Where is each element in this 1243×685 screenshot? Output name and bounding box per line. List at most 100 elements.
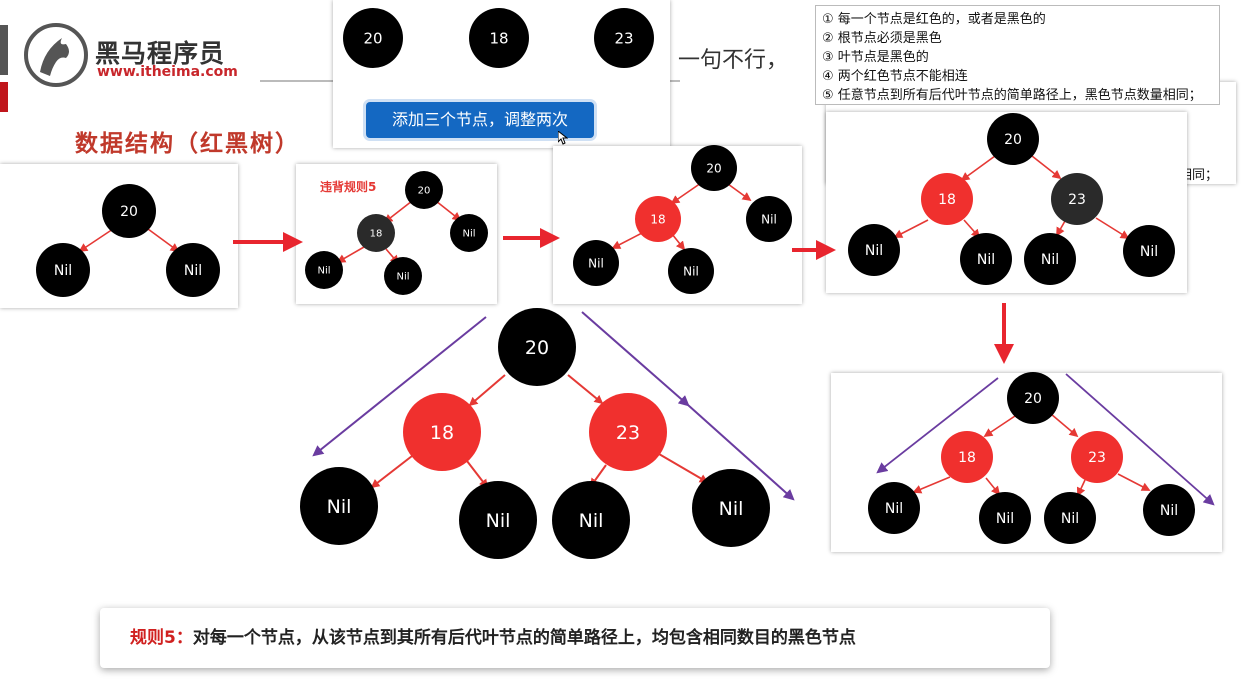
t5-e2 bbox=[1050, 413, 1079, 438]
t3-nil-1-label: Nil bbox=[761, 212, 777, 226]
big-node-23-label: 23 bbox=[616, 422, 640, 444]
popup-node-20 bbox=[343, 8, 403, 68]
t3-nil-1 bbox=[746, 196, 792, 242]
big-path-arrow-left bbox=[312, 316, 487, 457]
caption-label: 规则5： bbox=[130, 628, 193, 648]
violation-label: 违背规则5 bbox=[320, 180, 377, 194]
rule-5: ⑤ 任意节点到所有后代叶节点的简单路径上，黑色节点数量相同； bbox=[822, 88, 1202, 103]
big-node-23 bbox=[589, 393, 667, 471]
t5-path-arrow-right bbox=[1065, 373, 1215, 506]
t5-node-23 bbox=[1071, 431, 1123, 483]
t4-node-18-label: 18 bbox=[938, 192, 956, 208]
t1-node-20-label: 20 bbox=[120, 204, 138, 220]
t4-node-23-label: 23 bbox=[1068, 192, 1086, 208]
t4-nil-3 bbox=[1024, 233, 1076, 285]
t2-nil-3-label: Nil bbox=[396, 272, 409, 283]
big-nil-4 bbox=[692, 469, 770, 547]
t1-edge-r bbox=[147, 228, 180, 253]
t1-edge-l bbox=[78, 228, 114, 252]
t2-e2 bbox=[435, 200, 462, 222]
big-e1 bbox=[468, 374, 506, 407]
t2-node-20-label: 20 bbox=[418, 186, 431, 197]
t5-nil-3-label: Nil bbox=[1061, 511, 1079, 527]
rule5-caption: 规则5：对每一个节点，从该节点到其所有后代叶节点的简单路径上，均包含相同数目的黑… bbox=[100, 608, 1050, 668]
t3-node-20 bbox=[691, 145, 737, 191]
t5-e5 bbox=[1076, 479, 1086, 497]
add-nodes-button[interactable]: 添加三个节点，调整两次 bbox=[366, 102, 594, 138]
t4-e4 bbox=[963, 219, 981, 239]
caption-text: 对每一个节点，从该节点到其所有后代叶节点的简单路径上，均包含相同数目的黑色节点 bbox=[192, 628, 856, 648]
t4-nil-1 bbox=[848, 224, 900, 276]
big-nil-2 bbox=[459, 481, 537, 559]
logo bbox=[22, 22, 90, 92]
t4-e1 bbox=[960, 155, 996, 182]
t5-nil-4 bbox=[1143, 484, 1195, 536]
horse-logo-icon bbox=[24, 23, 88, 87]
t4-e3 bbox=[893, 219, 929, 238]
big-nil-2-label: Nil bbox=[486, 510, 511, 532]
t5-node-20 bbox=[1007, 372, 1059, 424]
t2-node-20 bbox=[405, 171, 443, 209]
t5-node-18 bbox=[941, 431, 993, 483]
big-node-18-label: 18 bbox=[430, 422, 454, 444]
big-e2 bbox=[567, 374, 604, 405]
rules-list: ① 每一个节点是红色的，或者是黑色的 ② 根节点必须是黑色 ③ 叶节点是黑色的 … bbox=[815, 5, 1220, 105]
t2-nil-2 bbox=[305, 251, 343, 289]
big-path-arrow-mid bbox=[581, 311, 690, 407]
big-e3 bbox=[370, 455, 413, 489]
t4-node-20-label: 20 bbox=[1004, 132, 1022, 148]
t5-nil-2-label: Nil bbox=[996, 511, 1014, 527]
t3-nil-2-label: Nil bbox=[588, 256, 604, 270]
t4-nil-4 bbox=[1123, 225, 1175, 277]
t2-node-18 bbox=[357, 214, 395, 252]
t3-e4 bbox=[671, 233, 686, 251]
t5-node-23-label: 23 bbox=[1088, 450, 1106, 466]
t3-node-18-label: 18 bbox=[650, 212, 665, 226]
background-slide-text: 一句不行， bbox=[678, 48, 789, 73]
left-gray-tab bbox=[0, 25, 8, 75]
t2-e1 bbox=[383, 200, 413, 224]
t3-node-20-label: 20 bbox=[706, 161, 721, 175]
t5-nil-4-label: Nil bbox=[1160, 503, 1178, 519]
t1-nil-right-label: Nil bbox=[184, 263, 202, 279]
t3-node-18 bbox=[635, 196, 681, 242]
big-e4 bbox=[466, 460, 489, 489]
t5-nil-3 bbox=[1044, 492, 1096, 544]
mouse-cursor-icon bbox=[557, 129, 569, 149]
t4-nil-2 bbox=[960, 233, 1012, 285]
t2-nil-3 bbox=[384, 257, 422, 295]
t2-nil-1 bbox=[450, 214, 488, 252]
logo-url: www.itheima.com bbox=[97, 64, 238, 80]
t2-node-18-label: 18 bbox=[370, 229, 383, 240]
popup-node-20-label: 20 bbox=[363, 29, 382, 47]
t2-nil-2-label: Nil bbox=[317, 266, 330, 277]
t4-nil-3-label: Nil bbox=[1041, 252, 1059, 268]
t3-nil-3 bbox=[668, 248, 714, 294]
t5-node-20-label: 20 bbox=[1024, 391, 1042, 407]
t5-path-arrow-left bbox=[876, 377, 999, 474]
t5-nil-1 bbox=[868, 482, 920, 534]
logo-name: 黑马程序员 bbox=[95, 39, 226, 68]
t4-e2 bbox=[1031, 155, 1062, 180]
page-title: 数据结构（红黑树） bbox=[75, 131, 300, 157]
t3-nil-2 bbox=[573, 240, 619, 286]
t4-e6 bbox=[1095, 217, 1130, 239]
t1-nil-left-label: Nil bbox=[54, 263, 72, 279]
t5-nil-2 bbox=[979, 492, 1031, 544]
big-nil-4-label: Nil bbox=[719, 498, 744, 520]
big-nil-1 bbox=[300, 467, 378, 545]
t5-e4 bbox=[985, 477, 1001, 496]
t5-e3 bbox=[912, 476, 951, 494]
left-red-tab bbox=[0, 82, 8, 112]
popup-node-23-label: 23 bbox=[614, 29, 633, 47]
t4-nil-2-label: Nil bbox=[977, 252, 995, 268]
t4-node-18 bbox=[921, 173, 973, 225]
t1-node-20 bbox=[102, 184, 156, 238]
popup-node-18 bbox=[469, 8, 529, 68]
t4-e5 bbox=[1056, 220, 1066, 237]
big-nil-1-label: Nil bbox=[327, 496, 352, 518]
t4-node-23 bbox=[1051, 173, 1103, 225]
t4-node-20 bbox=[987, 113, 1039, 165]
big-node-20-label: 20 bbox=[525, 337, 549, 359]
